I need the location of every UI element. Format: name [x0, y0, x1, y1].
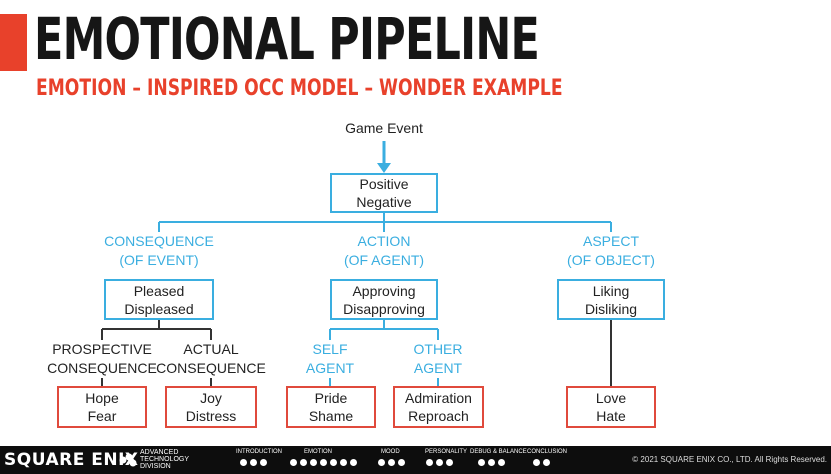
prospective-consequence-label: PROSPECTIVE CONSEQUENCE [47, 341, 157, 376]
footer-bar: SQUARE ENIX ADVANCED TECHNOLOGY DIVISION… [0, 446, 831, 474]
progress-dots-personality [426, 459, 466, 467]
atl-logo-icon [119, 453, 137, 467]
nav-introduction[interactable]: INTRODUCTION [236, 449, 282, 455]
nav-mood[interactable]: MOOD [381, 449, 400, 455]
square-enix-logo: SQUARE ENIX [4, 450, 139, 470]
valence-positive: Positive [359, 176, 409, 192]
progress-dots-mood [378, 459, 418, 467]
progress-dots-introduction [240, 459, 272, 467]
progress-dots-debug [478, 459, 518, 467]
actual-consequence-label: ACTUAL CONSEQUENCE [156, 341, 266, 376]
action-heading: ACTION (OF AGENT) [343, 233, 425, 268]
nav-conclusion[interactable]: CONCLUSION [527, 449, 568, 455]
progress-dots-emotion [290, 459, 370, 467]
game-event-label: Game Event [345, 120, 423, 136]
valence-node: Positive Negative [330, 173, 438, 213]
atl-text: ADVANCED TECHNOLOGY DIVISION [140, 449, 190, 470]
love-hate-node: Love Hate [566, 386, 656, 428]
connector-lines [101, 141, 612, 386]
aspect-heading: ASPECT (OF OBJECT) [567, 233, 655, 268]
game-event-arrowhead [377, 163, 391, 173]
hope-fear-node: Hope Fear [57, 386, 147, 428]
admiration-reproach-node: Admiration Reproach [393, 386, 484, 428]
joy-distress-node: Joy Distress [165, 386, 257, 428]
progress-dots-conclusion [533, 459, 563, 467]
slide-subtitle: EMOTION – INSPIRED OCC MODEL – WONDER EX… [36, 76, 563, 101]
slide-title: EMOTIONAL PIPELINE [34, 5, 540, 73]
nav-debug-balance[interactable]: DEBUG & BALANCE [470, 449, 527, 455]
consequence-node: Pleased Displeased [104, 279, 214, 320]
valence-negative: Negative [356, 194, 412, 210]
pride-shame-node: Pride Shame [286, 386, 376, 428]
title-accent-bar [0, 14, 27, 71]
consequence-heading: CONSEQUENCE (OF EVENT) [104, 233, 214, 268]
action-node: Approving Disapproving [330, 279, 438, 320]
self-agent-label: SELF AGENT [305, 341, 355, 376]
copyright-text: © 2021 SQUARE ENIX CO., LTD. All Rights … [632, 455, 827, 464]
aspect-node: Liking Disliking [557, 279, 665, 320]
nav-personality[interactable]: PERSONALITY [425, 449, 468, 455]
other-agent-label: OTHER AGENT [413, 341, 463, 376]
nav-emotion[interactable]: EMOTION [304, 449, 332, 455]
